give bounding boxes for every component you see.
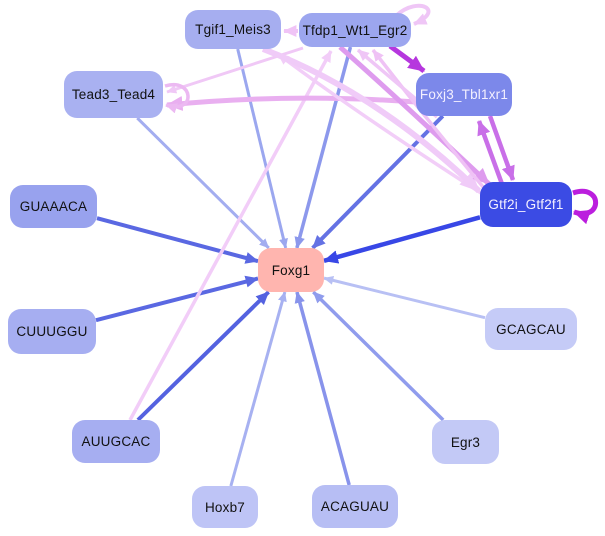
node-label: CUUUGGU — [16, 324, 88, 339]
edge-foxj3-to-tead3 — [166, 95, 417, 111]
node-gcagcau[interactable]: GCAGCAU — [485, 308, 577, 350]
node-label: Egr3 — [450, 434, 481, 450]
node-label: Hoxb7 — [204, 499, 246, 515]
node-egr3[interactable]: Egr3 — [432, 420, 499, 464]
self-loop-gtf2i — [572, 188, 598, 225]
edge-gtf2i-to-tgif1 — [276, 52, 482, 195]
edge-foxj3-to-foxg1 — [311, 114, 445, 250]
node-guaaaca[interactable]: GUAAACA — [10, 185, 97, 228]
node-label: Foxj3_Tbl1xr1 — [419, 87, 509, 102]
edge-gtf2i-to-tfdp1 — [371, 48, 486, 190]
edge-egr3-to-foxg1 — [312, 290, 445, 422]
edge-tfdp1-to-foxg1 — [294, 46, 353, 249]
node-label: GCAGCAU — [496, 321, 566, 337]
edge-gtf2i-to-foxj3 — [476, 120, 505, 185]
node-gtf2i[interactable]: Gtf2i_Gtf2f1 — [480, 182, 572, 227]
edge-guaaaca-to-foxg1 — [96, 216, 259, 264]
node-auugcac[interactable]: AUUGCAC — [72, 420, 160, 463]
edge-tgif1-to-foxg1 — [236, 48, 288, 249]
edge-gtf2i-to-foxg1 — [323, 215, 481, 264]
edge-acaguau-to-foxg1 — [294, 291, 351, 486]
edge-tead3-to-foxg1 — [136, 116, 270, 250]
edge-tgif1-to-gtf2i — [261, 46, 482, 194]
edge-gcagcau-to-foxg1 — [323, 275, 486, 320]
edge-auugcac-to-foxg1 — [136, 290, 270, 422]
node-acaguau[interactable]: ACAGUAU — [312, 485, 398, 528]
edge-cuuuggu-to-foxg1 — [95, 275, 259, 323]
node-foxj3[interactable]: Foxj3_Tbl1xr1 — [416, 73, 512, 116]
node-label: ACAGUAU — [320, 499, 390, 514]
edge-tfdp1-to-gtf2i — [338, 45, 491, 186]
node-foxg1[interactable]: Foxg1 — [258, 248, 324, 292]
node-cuuuggu[interactable]: CUUUGGU — [8, 309, 96, 354]
node-label: AUUGCAC — [81, 434, 151, 449]
node-label: Foxg1 — [271, 262, 311, 278]
node-label: Tgif1_Meis3 — [195, 22, 271, 37]
node-label: Tead3_Tead4 — [71, 87, 156, 102]
edge-foxj3-to-gtf2i — [487, 115, 516, 181]
self-loop-tead3 — [164, 82, 190, 114]
edge-tfdp1-to-foxj3 — [388, 43, 426, 74]
node-label: GUAAACA — [19, 199, 88, 214]
node-label: Tfdp1_Wt1_Egr2 — [302, 22, 408, 38]
edge-auugcac-to-tfdp1 — [128, 50, 333, 421]
self-loop-tfdp1 — [395, 3, 431, 26]
node-tgif1[interactable]: Tgif1_Meis3 — [185, 10, 281, 49]
node-tead3[interactable]: Tead3_Tead4 — [64, 71, 163, 118]
node-label: Gtf2i_Gtf2f1 — [488, 197, 564, 212]
node-hoxb7[interactable]: Hoxb7 — [192, 486, 258, 528]
edge-hoxb7-to-foxg1 — [229, 291, 287, 487]
node-tfdp1[interactable]: Tfdp1_Wt1_Egr2 — [299, 13, 411, 47]
